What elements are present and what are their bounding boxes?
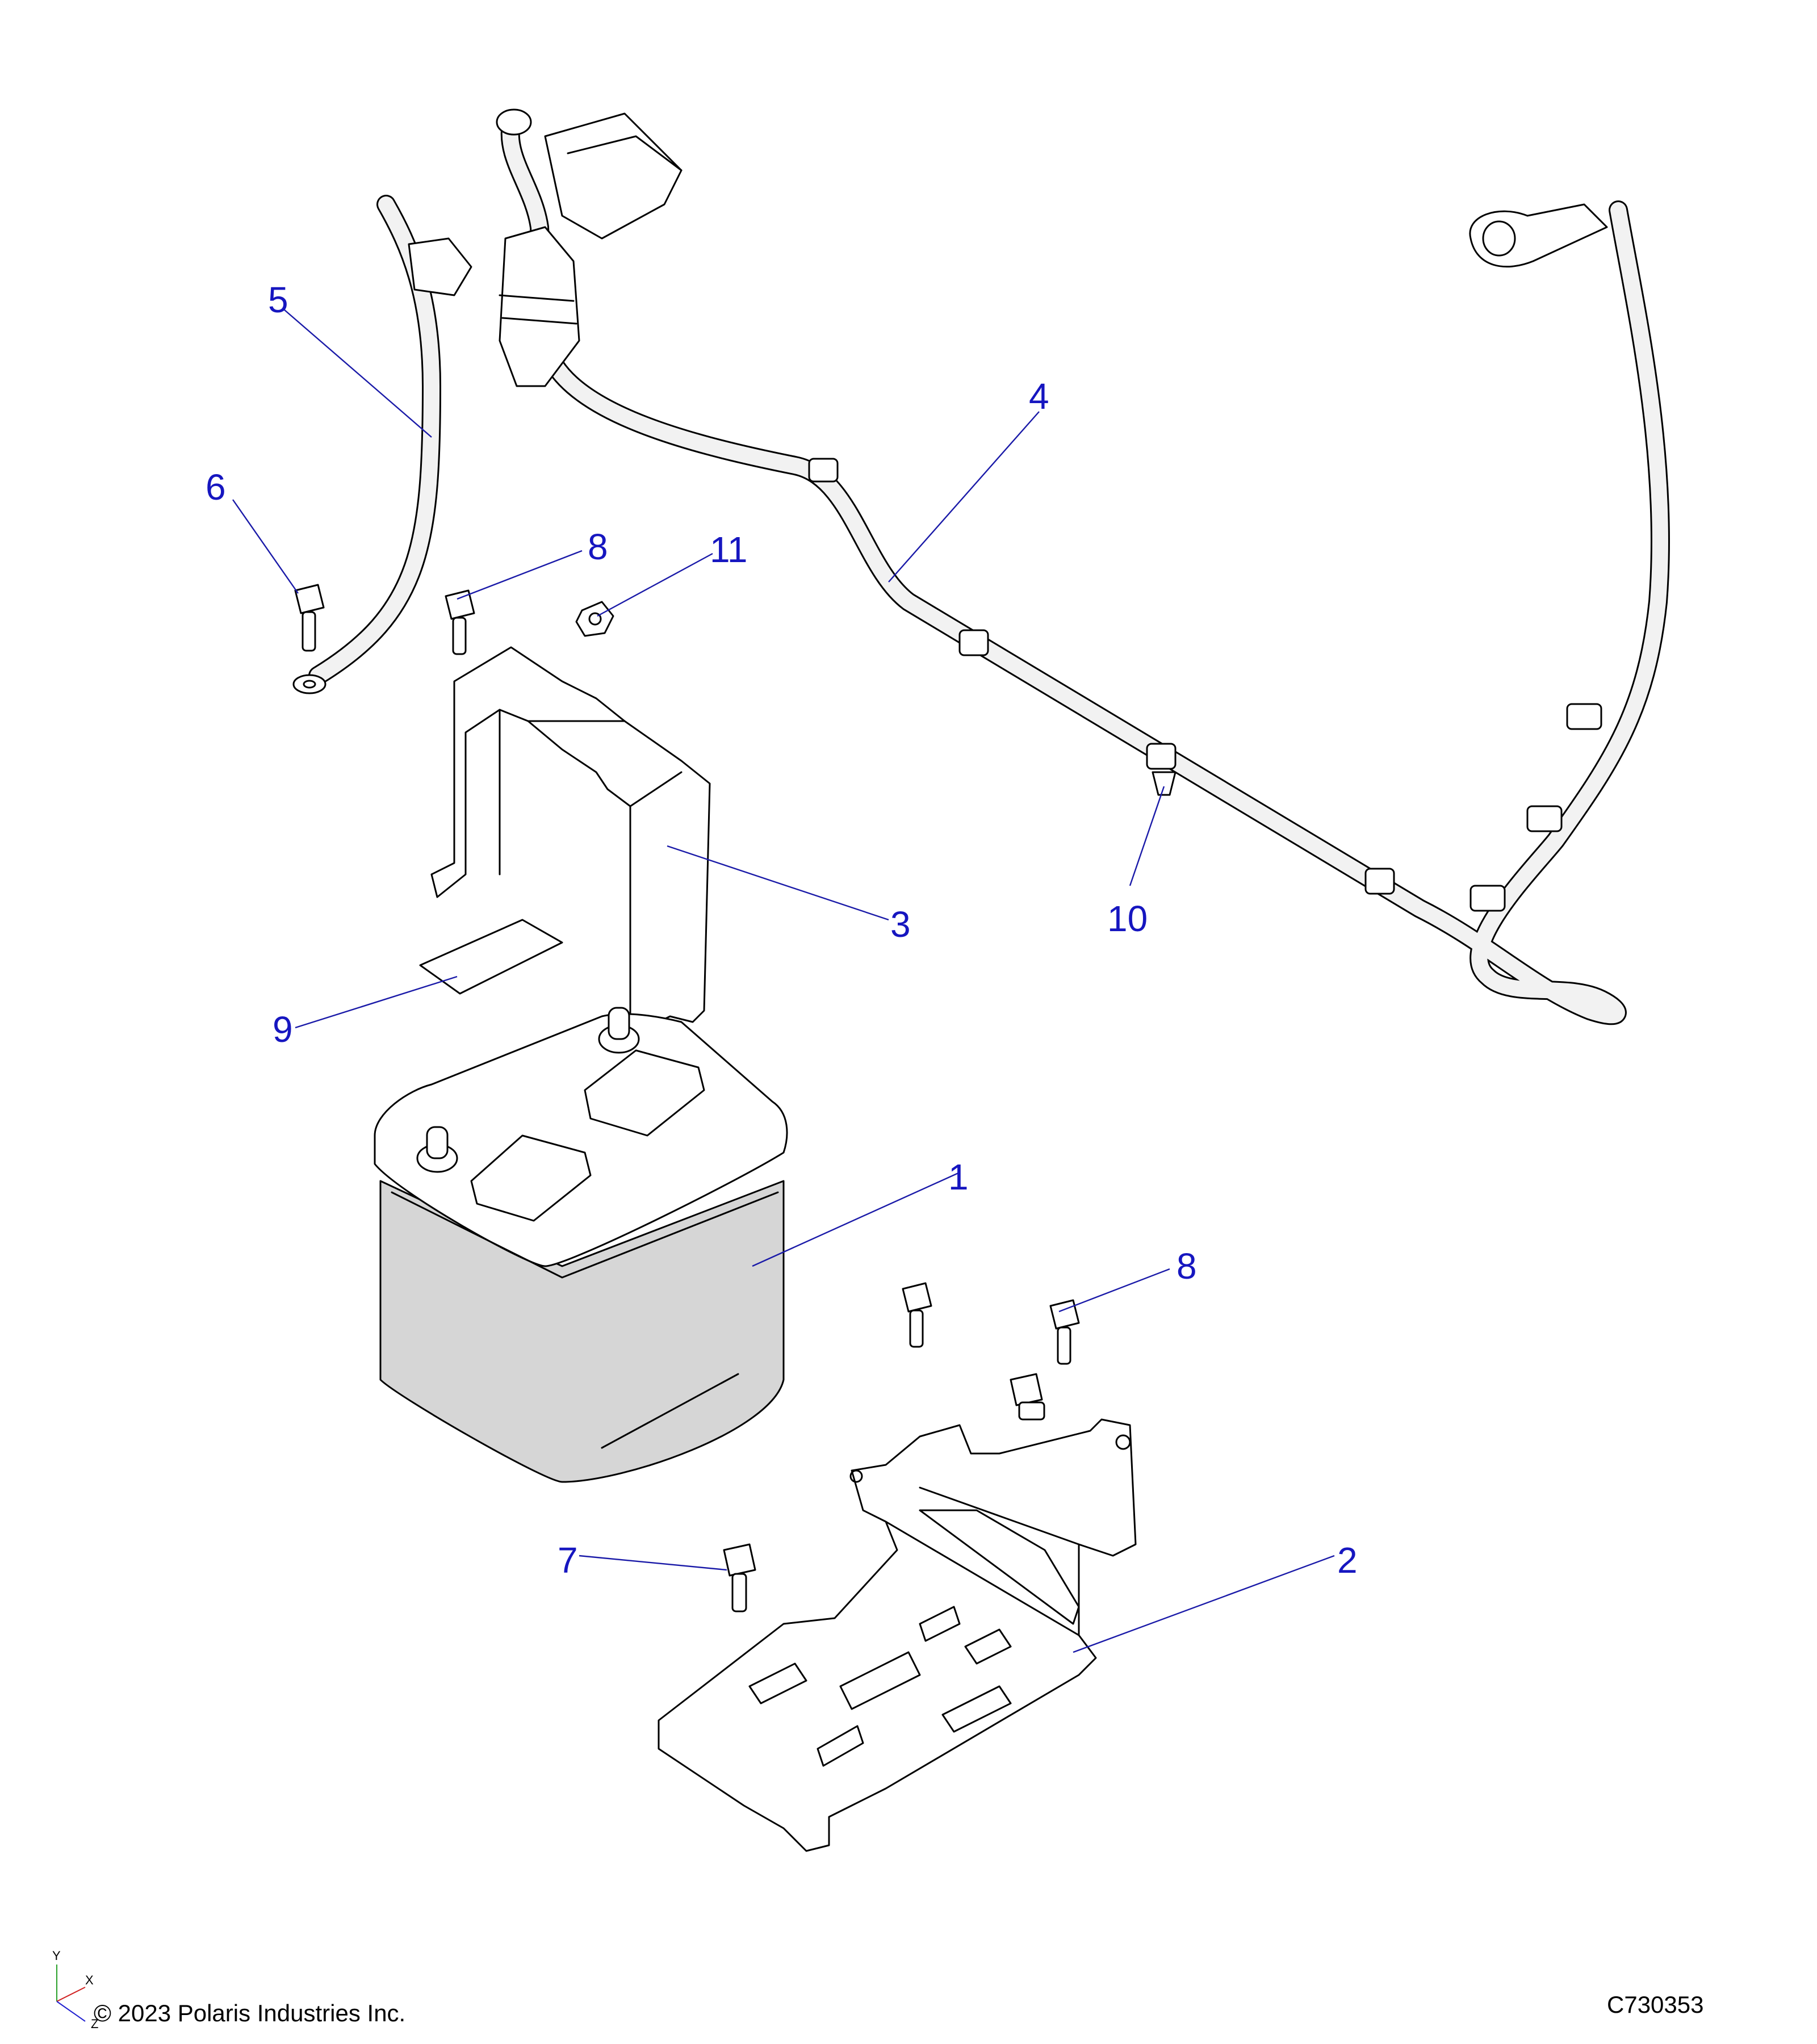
axis-label-y: Y	[52, 1949, 61, 1963]
drawing-number: C730353	[1607, 1991, 1703, 2018]
leader-11	[597, 552, 713, 617]
callout-numbers: 1 2 3 4 5 6 7 8 8 9 10 11	[206, 279, 1358, 1581]
callout-6: 6	[206, 467, 226, 508]
callout-8-lower: 8	[1177, 1246, 1197, 1287]
callout-10: 10	[1107, 898, 1148, 939]
leader-8-lower	[1058, 1268, 1170, 1313]
clip-part-10	[1152, 771, 1177, 796]
leader-10	[1129, 786, 1165, 886]
callout-11: 11	[710, 529, 747, 570]
leader-6	[232, 499, 299, 594]
battery-cable-part-4	[496, 108, 1670, 1025]
axis-label-x: X	[85, 1973, 94, 1987]
callout-3: 3	[890, 904, 911, 945]
callout-8-upper: 8	[588, 526, 608, 567]
callout-2: 2	[1337, 1540, 1358, 1581]
bolt-extra-b	[1010, 1373, 1045, 1421]
leader-2	[1073, 1555, 1335, 1653]
leader-1	[752, 1171, 960, 1267]
callout-1: 1	[948, 1157, 969, 1197]
leader-9	[295, 975, 458, 1029]
leader-7	[579, 1555, 727, 1571]
callout-4: 4	[1029, 376, 1049, 417]
cable-clip-group	[808, 458, 1602, 912]
bolt-part-7	[723, 1543, 756, 1612]
ground-cable-part-5	[292, 195, 472, 694]
leader-8-upper	[457, 550, 583, 600]
bolt-extra-a	[902, 1282, 932, 1348]
axis-label-z: Z	[91, 2017, 98, 2031]
hold-down-bracket-part-3	[430, 646, 711, 1063]
fastener-part-8-upper	[445, 589, 475, 655]
leader-lines	[232, 309, 1335, 1653]
leader-3	[667, 845, 889, 921]
battery-tray-part-2	[658, 1418, 1137, 1852]
fastener-part-6	[294, 584, 325, 652]
leader-5	[283, 309, 432, 438]
callout-9: 9	[273, 1009, 293, 1050]
callout-7: 7	[558, 1540, 578, 1581]
label-part-9	[419, 919, 563, 995]
callout-5: 5	[268, 279, 288, 320]
leader-4	[888, 411, 1040, 583]
copyright-notice: © 2023 Polaris Industries Inc.	[94, 2000, 405, 2026]
axis-triad: Y X Z	[52, 1949, 98, 2031]
nut-part-11	[575, 601, 614, 637]
battery-part-1	[374, 1007, 788, 1483]
